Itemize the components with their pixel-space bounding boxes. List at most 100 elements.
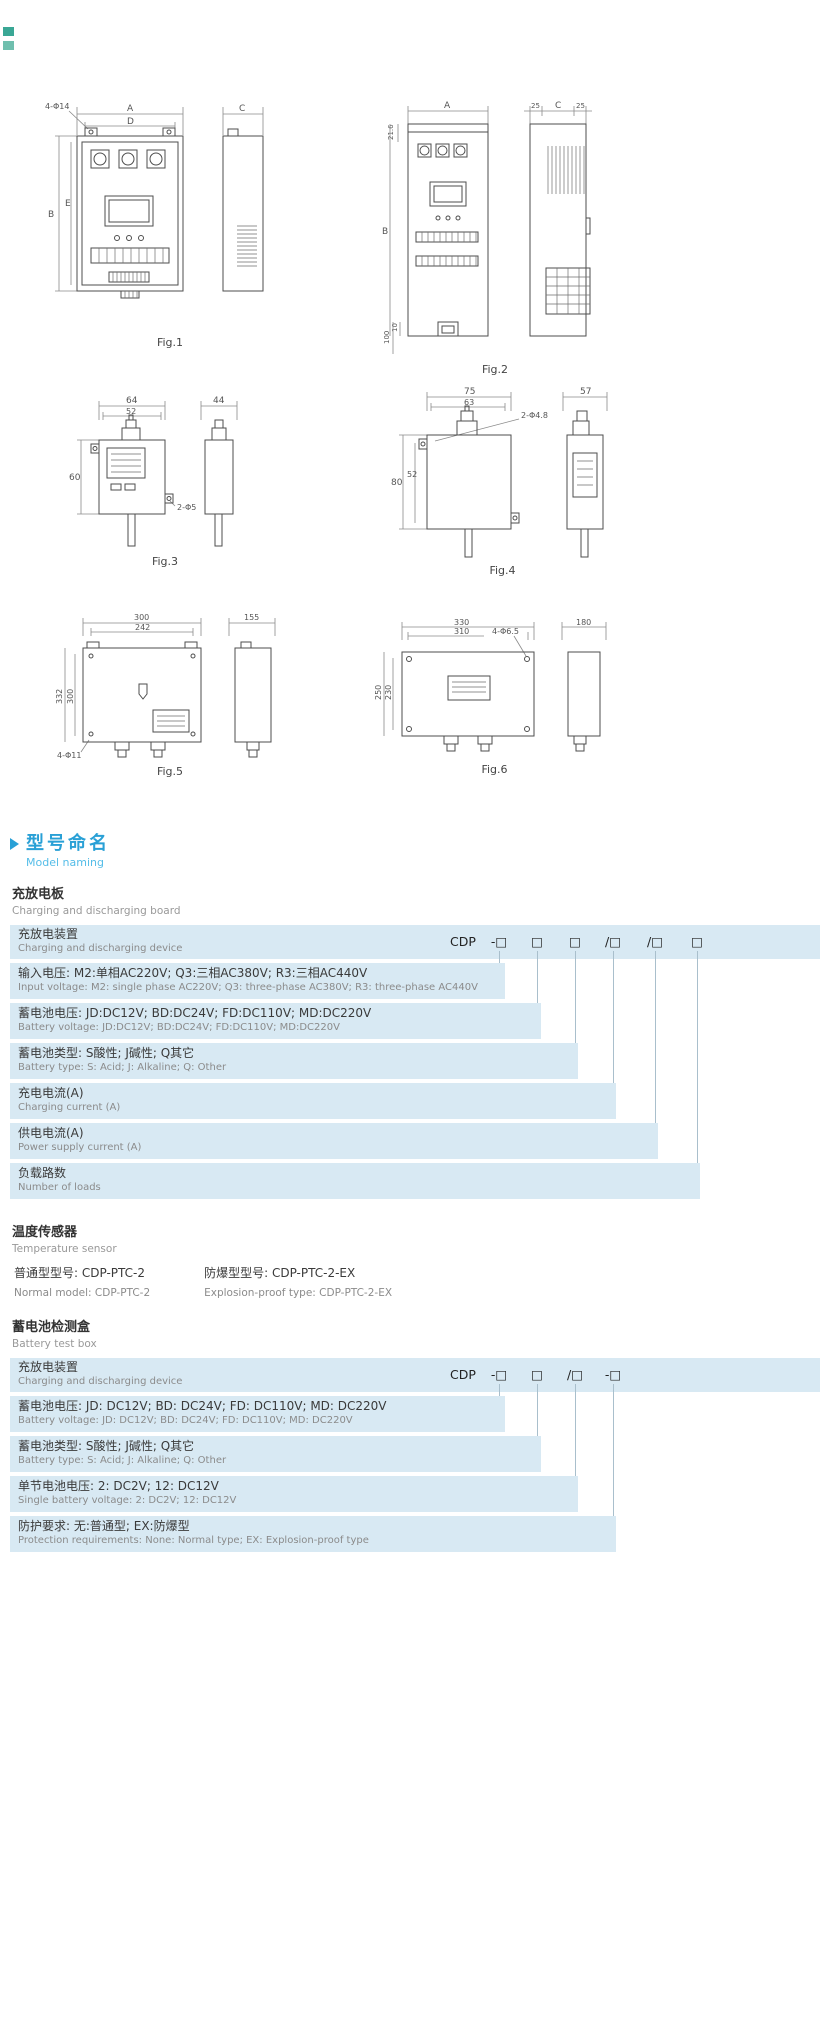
board-heading-zh: 充放电板 [12,887,65,902]
naming-row-input-voltage: 输入电压: M2:单相AC220V; Q3:三相AC380V; R3:三相AC4… [10,963,505,999]
fig6-drawing: 330 310 4-Φ6.5 250 230 180 [374,618,607,752]
dim-label: B [48,210,54,220]
model-slot-6: □ [691,934,703,949]
explosion-model-zh: 防爆型型号: CDP-PTC-2-EX [204,1266,356,1280]
fig2-front-view [407,123,489,337]
temp-heading-zh: 温度传感器 [12,1225,78,1240]
model-slot-2: □ [531,1367,543,1382]
section-title-zh: 型号命名 [26,833,110,854]
row-text-en: Battery voltage: JD: DC12V; BD: DC24V; F… [18,1415,353,1426]
dim-label: 25 [576,102,585,110]
battery-box-naming-table: 充放电装置 Charging and discharging device CD… [10,1358,820,1552]
board-naming-table: 充放电装置 Charging and discharging device CD… [10,925,820,1199]
temp-heading-en: Temperature sensor [12,1243,117,1255]
fig5-dimensions: 300 242 332 300 4-Φ11 155 [55,613,276,760]
fig3-dimensions: 64 52 60 2-Φ5 44 [69,396,238,515]
fig1-front-view [76,127,184,299]
dim-label: 75 [464,387,475,397]
dim-label: 10 [391,323,399,332]
connector-line [537,951,538,1003]
fig1-drawing: 4-Φ14 A D B E C [45,102,264,299]
figure-6: 330 310 4-Φ6.5 250 230 180 [372,618,617,776]
dim-label: 300 [134,613,149,622]
fig4-drawing: 75 63 80 52 2-Φ4.8 57 [391,387,608,558]
dim-label: C [555,101,561,111]
row-text-en: Protection requirements: None: Normal ty… [18,1535,369,1546]
dim-label: 230 [384,685,393,700]
device-label-en: Charging and discharging device [18,1376,183,1387]
battery-box-heading: 蓄电池检测盒 Battery test box [12,1320,820,1350]
board-heading-en: Charging and discharging board [12,905,181,917]
connector-line [499,951,500,963]
row-text-zh: 蓄电池类型: S酸性; J碱性; Q其它 [18,1046,195,1060]
row-text-zh: 输入电压: M2:单相AC220V; Q3:三相AC380V; R3:三相AC4… [18,966,368,980]
dim-label: 310 [454,627,469,636]
dim-label: D [127,117,134,127]
model-prefix: CDP [450,934,476,949]
row-text-en: Charging current (A) [18,1102,121,1113]
explosion-model-en: Explosion-proof type: CDP-PTC-2-EX [204,1287,393,1299]
row-text-en: Battery voltage: JD:DC12V; BD:DC24V; FD:… [18,1022,340,1033]
dim-label: 21.6 [387,124,395,140]
normal-model-zh: 普通型型号: CDP-PTC-2 [14,1266,145,1280]
dim-label: C [239,104,245,114]
dim-label: 80 [391,478,403,488]
row-text-zh: 单节电池电压: 2: DC2V; 12: DC12V [18,1479,219,1493]
fig6-side-view [567,651,601,752]
dim-label: 52 [126,407,136,416]
naming-row-number-of-loads: 负载路数 Number of loads [10,1163,700,1199]
figure-2: A 21.6 B 10 100 25 C 25 [380,98,610,376]
normal-model-en: Normal model: CDP-PTC-2 [14,1287,151,1299]
fig6-dimensions: 330 310 4-Φ6.5 250 230 180 [374,618,607,736]
dim-label: 330 [454,618,469,627]
box-heading-zh: 蓄电池检测盒 [12,1320,91,1335]
fig5-front-view [82,641,202,758]
fig4-front-view [418,405,520,558]
dim-label: 100 [383,331,391,344]
dim-label: 4-Φ6.5 [492,627,519,636]
row-text-en: Input voltage: M2: single phase AC220V; … [18,982,478,993]
device-label-en: Charging and discharging device [18,943,183,954]
connector-line [499,1384,500,1396]
row-text-zh: 蓄电池电压: JD: DC12V; BD: DC24V; FD: DC110V;… [18,1399,387,1413]
row-text-en: Power supply current (A) [18,1142,142,1153]
connector-line [575,1384,576,1476]
naming-row-protection-requirements: 防护要求: 无:普通型; EX:防爆型 Protection requireme… [10,1516,616,1552]
figure-caption: Fig.6 [481,763,508,776]
naming-row-battery-voltage: 蓄电池电压: JD: DC12V; BD: DC24V; FD: DC110V;… [10,1396,505,1432]
row-text-en: Battery type: S: Acid; J: Alkaline; Q: O… [18,1455,227,1466]
dim-label: 63 [464,398,474,407]
model-slot-2: □ [531,934,543,949]
model-naming-section: 型号命名 Model naming 充放电板 Charging and disc… [10,833,820,1556]
model-prefix: CDP [450,1367,476,1382]
connector-line [655,951,656,1123]
connector-line [613,951,614,1083]
dim-label: 180 [576,618,591,627]
naming-row-supply-current: 供电电流(A) Power supply current (A) [10,1123,658,1159]
row-text-zh: 防护要求: 无:普通型; EX:防爆型 [18,1519,190,1533]
box-device-row: 充放电装置 Charging and discharging device CD… [10,1358,820,1392]
fig1-dimensions: 4-Φ14 A D B E C [45,102,264,292]
temp-sensor-models: 普通型型号: CDP-PTC-2 防爆型型号: CDP-PTC-2-EX Nor… [14,1263,820,1302]
fig6-front-view [401,651,535,752]
connector-line [613,1384,614,1516]
model-slot-3: /□ [566,1367,584,1382]
section-marker-icon [10,838,19,850]
fig3-side-view [204,419,234,547]
fig1-side-view [222,128,264,292]
model-slot-4: /□ [604,934,622,949]
dim-label: 242 [135,623,150,632]
figure-caption: Fig.3 [151,555,179,568]
dim-label: 300 [66,689,75,704]
fig4-side-view [566,410,604,558]
dim-label: 155 [244,613,259,622]
row-text-zh: 负载路数 [18,1166,67,1180]
fig2-dimensions: A 21.6 B 10 100 25 C 25 [382,101,592,354]
row-text-zh: 蓄电池类型: S酸性; J碱性; Q其它 [18,1439,195,1453]
fig2-drawing: A 21.6 B 10 100 25 C 25 [382,101,592,354]
dim-label: 64 [126,396,138,406]
row-text-zh: 充电电流(A) [18,1086,84,1100]
dim-label: 44 [213,396,225,406]
board-device-row: 充放电装置 Charging and discharging device CD… [10,925,820,959]
figure-caption: Fig.2 [481,363,509,376]
